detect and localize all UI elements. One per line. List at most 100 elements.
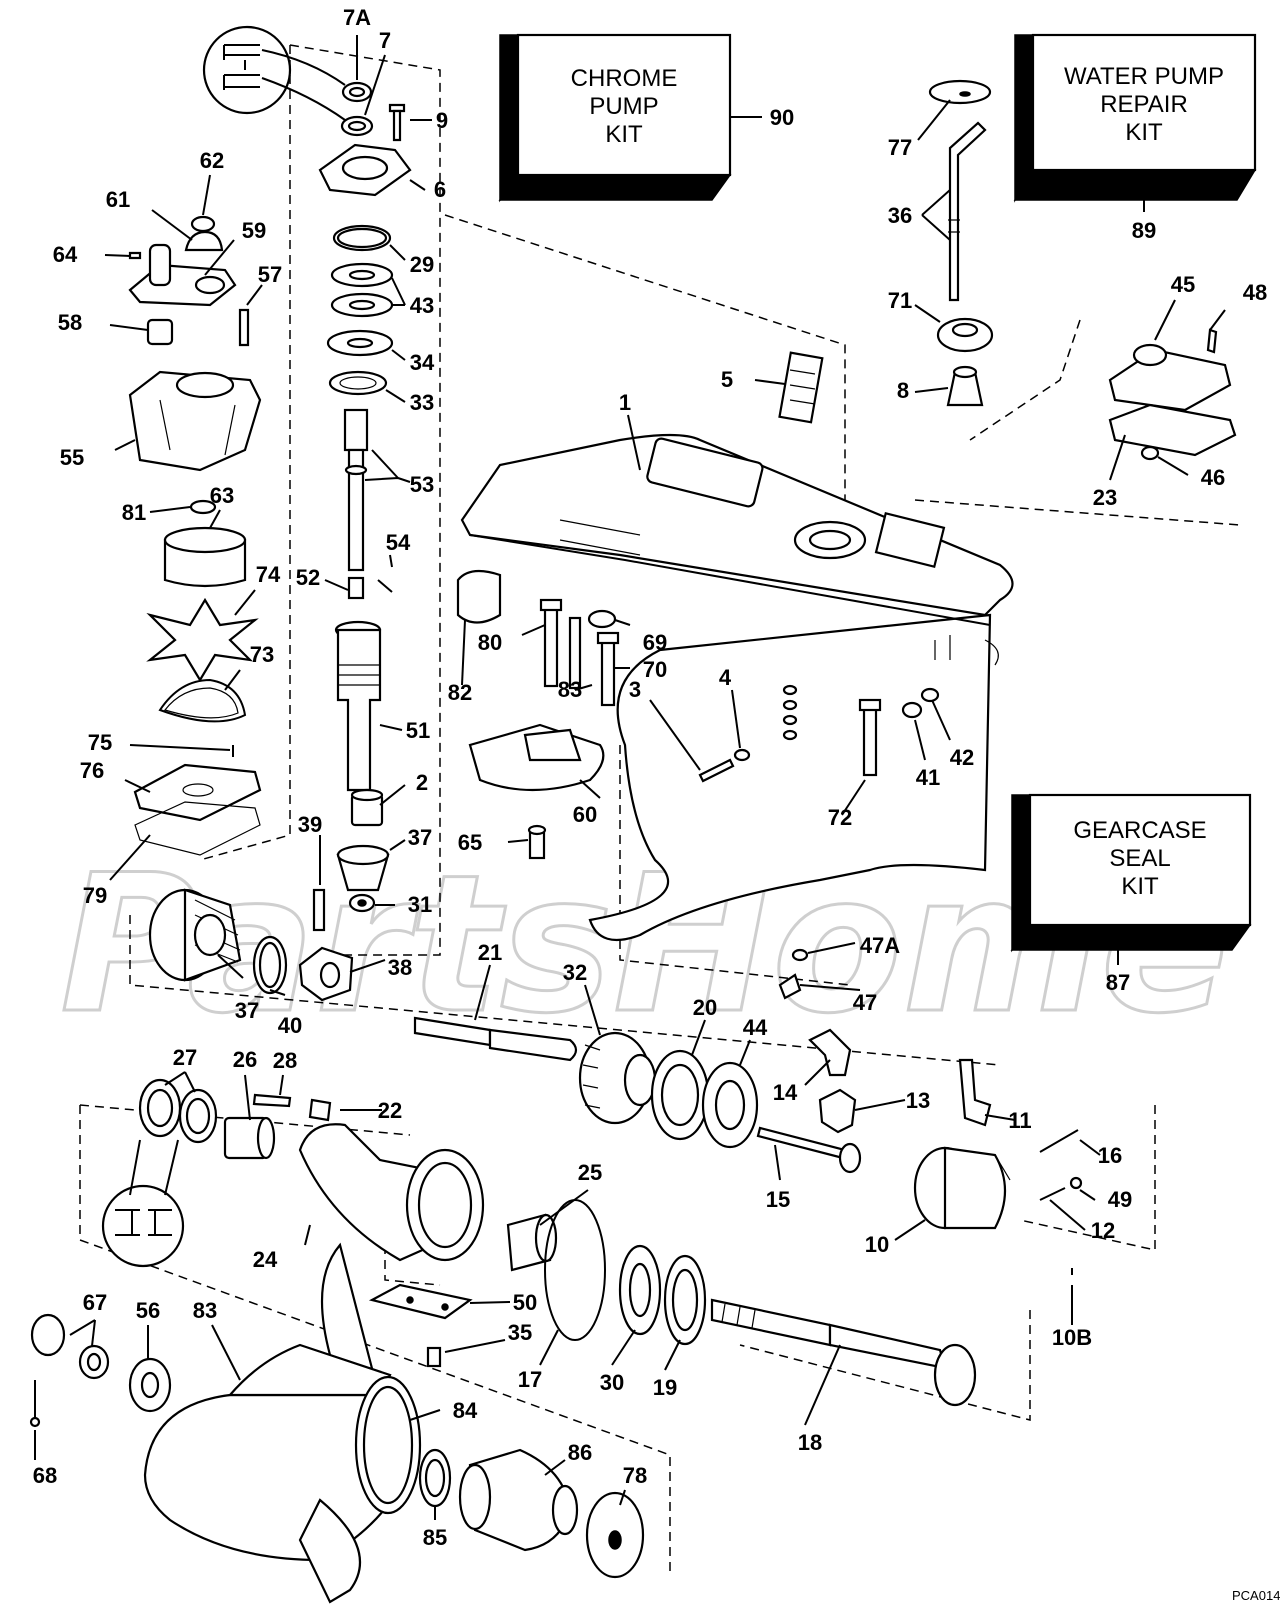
callout-26: 26	[233, 1047, 257, 1072]
bearing-housing-parts	[101, 1078, 977, 1407]
callout-50: 50	[513, 1290, 537, 1315]
callout-19: 19	[653, 1375, 677, 1400]
callout-7A: 7A	[343, 5, 371, 30]
callout-56: 56	[136, 1298, 160, 1323]
callout-8: 8	[897, 378, 909, 403]
callout-17: 17	[518, 1367, 542, 1392]
callout-36: 36	[888, 203, 912, 228]
callout-80: 80	[478, 630, 502, 655]
water-pump-parts	[128, 25, 412, 913]
callout-27: 27	[173, 1045, 197, 1070]
callout-38: 38	[388, 955, 412, 980]
callout-34: 34	[410, 350, 435, 375]
callout-47: 47	[853, 990, 877, 1015]
callout-42: 42	[950, 745, 974, 770]
callout-83-propeller: 83	[193, 1298, 217, 1323]
water-tube-parts	[778, 79, 1237, 461]
callout-63: 63	[210, 483, 234, 508]
callout-81: 81	[122, 500, 146, 525]
callout-65: 65	[458, 830, 482, 855]
callout-51: 51	[406, 718, 430, 743]
callout-82: 82	[448, 680, 472, 705]
callout-41: 41	[916, 765, 940, 790]
callout-45: 45	[1171, 272, 1195, 297]
housing-fasteners	[312, 569, 940, 1000]
callout-9: 9	[436, 108, 448, 133]
chrome-pump-kit-box: CHROME PUMP KIT	[498, 33, 762, 203]
callout-57: 57	[258, 262, 282, 287]
gearcase-housing	[460, 433, 1014, 942]
callout-14: 14	[773, 1080, 798, 1105]
gearcase-kit-line-1: GEARCASE	[1073, 817, 1206, 844]
callout-43: 43	[410, 293, 434, 318]
callout-25: 25	[578, 1160, 602, 1185]
dashed-group-outlines	[79, 44, 1241, 1575]
callout-78: 78	[623, 1463, 647, 1488]
gear-train-parts	[148, 888, 1083, 1275]
callout-2: 2	[416, 770, 428, 795]
callout-24: 24	[253, 1247, 278, 1272]
callout-49: 49	[1108, 1187, 1132, 1212]
callout-89: 89	[1132, 218, 1156, 243]
callout-55: 55	[60, 445, 84, 470]
callout-61: 61	[106, 187, 130, 212]
callout-10B: 10B	[1052, 1325, 1092, 1350]
callout-23: 23	[1093, 485, 1117, 510]
callout-31: 31	[408, 892, 432, 917]
callout-71: 71	[888, 288, 912, 313]
chrome-pump-kit-line-1: CHROME	[571, 65, 678, 92]
leader-lines	[34, 35, 1226, 1520]
water-pump-kit-line-3: KIT	[1125, 119, 1163, 146]
callout-74: 74	[256, 562, 281, 587]
callout-52: 52	[296, 565, 320, 590]
callout-86: 86	[568, 1440, 592, 1465]
callout-4: 4	[719, 665, 732, 690]
propeller-parts	[29, 1242, 645, 1604]
callout-83-screw: 83	[558, 677, 582, 702]
callout-75: 75	[88, 730, 112, 755]
callout-13: 13	[906, 1088, 930, 1113]
callout-46: 46	[1201, 465, 1225, 490]
gearcase-seal-kit-box: GEARCASE SEAL KIT	[1010, 793, 1252, 965]
callout-44: 44	[743, 1015, 768, 1040]
callout-58: 58	[58, 310, 82, 335]
callout-15: 15	[766, 1187, 790, 1212]
callout-47A: 47A	[860, 933, 900, 958]
callout-79: 79	[83, 883, 107, 908]
gearcase-kit-line-3: KIT	[1121, 873, 1159, 900]
callout-7: 7	[379, 28, 391, 53]
callout-40: 40	[278, 1013, 302, 1038]
callout-labels: 7A 7 9 6 29 43 34 33 5 3 54 52 51 2 37 31…	[33, 5, 1280, 1603]
callout-62: 62	[200, 148, 224, 173]
callout-6: 6	[434, 177, 446, 202]
callout-37-pinion: 37	[408, 825, 432, 850]
callout-20: 20	[693, 995, 717, 1020]
chrome-pump-kit-line-3: KIT	[605, 121, 643, 148]
callout-70: 70	[643, 657, 667, 682]
callout-85: 85	[423, 1525, 447, 1550]
callout-84: 84	[453, 1398, 478, 1423]
callout-67: 67	[83, 1290, 107, 1315]
callout-77: 77	[888, 135, 912, 160]
callout-11: 11	[1008, 1108, 1031, 1133]
callout-1: 1	[619, 390, 631, 415]
callout-5: 5	[721, 367, 733, 392]
callout-64: 64	[53, 242, 78, 267]
callout-29: 29	[410, 252, 434, 277]
callout-90: 90	[770, 105, 794, 130]
callout-30: 30	[600, 1370, 624, 1395]
callout-37-forward-gear: 37	[235, 998, 259, 1023]
water-pump-kit-line-1: WATER PUMP	[1064, 63, 1224, 90]
callout-33: 33	[410, 390, 434, 415]
callout-3: 3	[629, 677, 641, 702]
callout-87: 87	[1106, 970, 1130, 995]
callout-54: 54	[386, 530, 411, 555]
callout-16: 16	[1098, 1143, 1122, 1168]
figure-reference: PCA0147	[1232, 1588, 1280, 1603]
callout-18: 18	[798, 1430, 822, 1455]
callout-28: 28	[273, 1048, 297, 1073]
callout-48: 48	[1243, 280, 1267, 305]
gearcase-kit-line-2: SEAL	[1109, 845, 1170, 872]
callout-72: 72	[828, 805, 852, 830]
